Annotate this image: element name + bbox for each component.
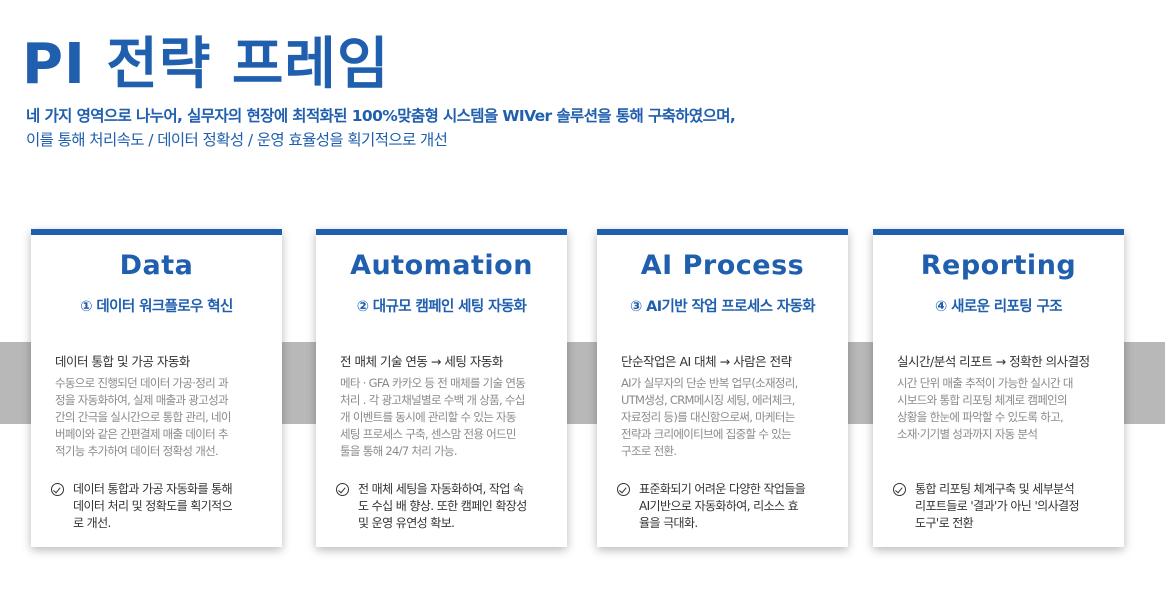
card-result-text: 데이터 통합과 가공 자동화를 통해 데이터 처리 및 정확도를 획기적으 로 …: [73, 482, 233, 530]
page-title: PI 전략 프레임: [22, 32, 390, 97]
card-body: 수동으로 진행되던 데이터 가공·정리 과 정을 자동화하여, 실제 매출과 광…: [55, 376, 232, 458]
card-body: 시간 단위 매출 추적이 가능한 실시간 대 시보드와 통합 리포팅 체계로 캠…: [897, 376, 1074, 441]
card-subtitle: ② 대규모 캠페인 세팅 자동화: [356, 299, 527, 315]
card-title: AI Process: [640, 250, 805, 281]
card-ai-process: AI Process ③ AI기반 작업 프로세스 자동화 단순작업은 AI 대…: [597, 229, 848, 547]
check-circle-icon: [336, 483, 349, 496]
page-subtitle: 네 가지 영역으로 나누어, 실무자의 현장에 최적화된 100%맞춤형 시스템…: [26, 104, 736, 152]
card-result-text: 표준화되기 어려운 다양한 작업들을 AI기반으로 자동화하여, 리소스 효 율…: [639, 482, 806, 530]
card-subtitle: ③ AI기반 작업 프로세스 자동화: [629, 299, 816, 315]
card-body: 메타 · GFA 카카오 등 전 매체를 기술 연동 처리 . 각 광고채널별로…: [340, 376, 526, 458]
card-automation: Automation ② 대규모 캠페인 세팅 자동화 전 매체 기술 연동 →…: [316, 229, 567, 547]
card-heading: 전 매체 기술 연동 → 세팅 자동화: [340, 354, 503, 369]
check-circle-icon: [617, 483, 630, 496]
card-reporting: Reporting ④ 새로운 리포팅 구조 실시간/분석 리포트 → 정확한 …: [873, 229, 1124, 547]
card-result-text: 전 매체 세팅을 자동화하여, 작업 속 도 수십 배 향상. 또한 캠페인 확…: [358, 482, 527, 530]
subtitle-line-2: 이를 통해 처리속도 / 데이터 정확성 / 운영 효율성을 획기적으로 개선: [26, 131, 448, 149]
subtitle-line-1: 네 가지 영역으로 나누어, 실무자의 현장에 최적화된 100%맞춤형 시스템…: [26, 107, 736, 125]
card-subtitle: ① 데이터 워크플로우 혁신: [80, 299, 233, 315]
card-body: AI가 실무자의 단순 반복 업무(소재정리, UTM생성, CRM메시징 세팅…: [621, 376, 798, 458]
card-title: Automation: [350, 250, 533, 281]
check-circle-icon: [51, 483, 64, 496]
card-title: Reporting: [920, 250, 1077, 281]
card-subtitle: ④ 새로운 리포팅 구조: [935, 299, 1063, 315]
card-heading: 단순작업은 AI 대체 → 사람은 전략: [621, 354, 792, 369]
check-circle-icon: [893, 483, 906, 496]
card-title: Data: [119, 250, 194, 281]
card-heading: 데이터 통합 및 가공 자동화: [55, 354, 190, 369]
card-result-text: 통합 리포팅 체계구축 및 세부분석 리포트들로 '결과'가 아닌 '의사결정 …: [915, 482, 1080, 530]
card-heading: 실시간/분석 리포트 → 정확한 의사결정: [897, 354, 1090, 369]
card-data: Data ① 데이터 워크플로우 혁신 데이터 통합 및 가공 자동화 수동으로…: [31, 229, 282, 547]
